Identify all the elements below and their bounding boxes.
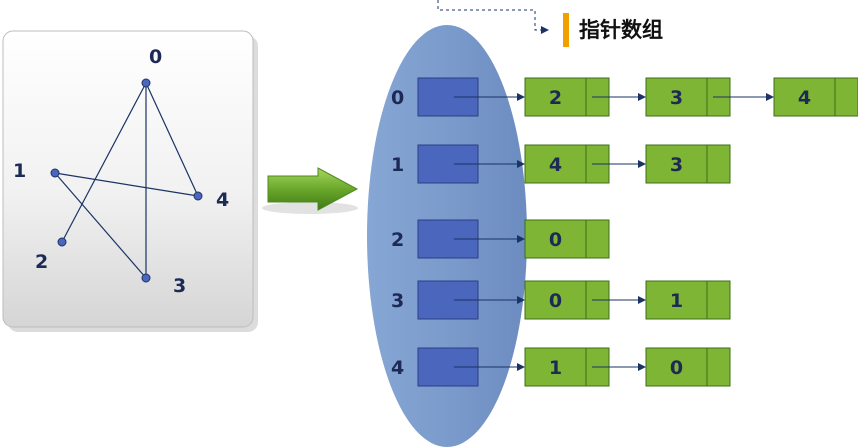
array-index-label: 4 xyxy=(391,357,404,379)
adjacency-row-1: 1 4 3 xyxy=(391,144,731,184)
adjacency-row-3: 3 0 1 xyxy=(391,280,731,320)
graph-vertex-0 xyxy=(141,78,151,88)
list-node-value: 1 xyxy=(549,357,562,379)
graph-vertex-4 xyxy=(193,191,203,201)
list-node xyxy=(773,77,858,117)
graph-vertices xyxy=(50,78,203,283)
list-node-value: 1 xyxy=(670,290,683,312)
graph-vertex-1 xyxy=(50,168,60,178)
list-node-value: 4 xyxy=(798,87,811,109)
graph-edge-1-3 xyxy=(54,172,147,279)
transform-arrow xyxy=(262,167,359,214)
list-node-value: 2 xyxy=(549,87,562,109)
list-node xyxy=(645,347,731,387)
graph-edge-1-4 xyxy=(54,172,199,197)
caption-label: 指针数组 xyxy=(579,18,663,42)
caption-bar xyxy=(563,13,569,47)
list-node-value: 3 xyxy=(670,154,683,176)
panel-card xyxy=(2,30,254,328)
array-index-label: 0 xyxy=(391,87,404,109)
graph-panel: 0 1 2 3 4 xyxy=(2,30,258,332)
graph-vertex-label-0: 0 xyxy=(149,46,162,68)
graph-vertex-label-3: 3 xyxy=(173,275,186,297)
graph-vertex-label-2: 2 xyxy=(35,251,48,273)
graph-vertex-labels: 0 1 2 3 4 xyxy=(13,46,229,297)
graph-edges xyxy=(54,82,199,279)
graph-edge-0-4 xyxy=(145,82,199,197)
graph-vertex-3 xyxy=(141,273,151,283)
array-index-label: 2 xyxy=(391,229,404,251)
list-node xyxy=(645,144,731,184)
list-node-value: 0 xyxy=(549,290,562,312)
adjacency-row-0: 0 2 3 4 xyxy=(391,77,858,117)
graph-vertex-label-1: 1 xyxy=(13,160,26,182)
list-node-value: 0 xyxy=(670,357,683,379)
graph-edge-0-2 xyxy=(61,82,147,243)
array-index-label: 1 xyxy=(391,154,404,176)
list-node-value: 0 xyxy=(549,229,562,251)
list-node xyxy=(645,280,731,320)
array-index-label: 3 xyxy=(391,290,404,312)
graph-vertex-2 xyxy=(57,237,67,247)
caption-connector xyxy=(437,0,549,34)
graph-vertex-label-4: 4 xyxy=(216,189,229,211)
list-node-value: 3 xyxy=(670,87,683,109)
list-node-value: 4 xyxy=(549,154,562,176)
list-node xyxy=(524,219,610,259)
caption-group: 指针数组 xyxy=(437,0,663,47)
adjacency-row-4: 4 1 0 xyxy=(391,347,731,387)
